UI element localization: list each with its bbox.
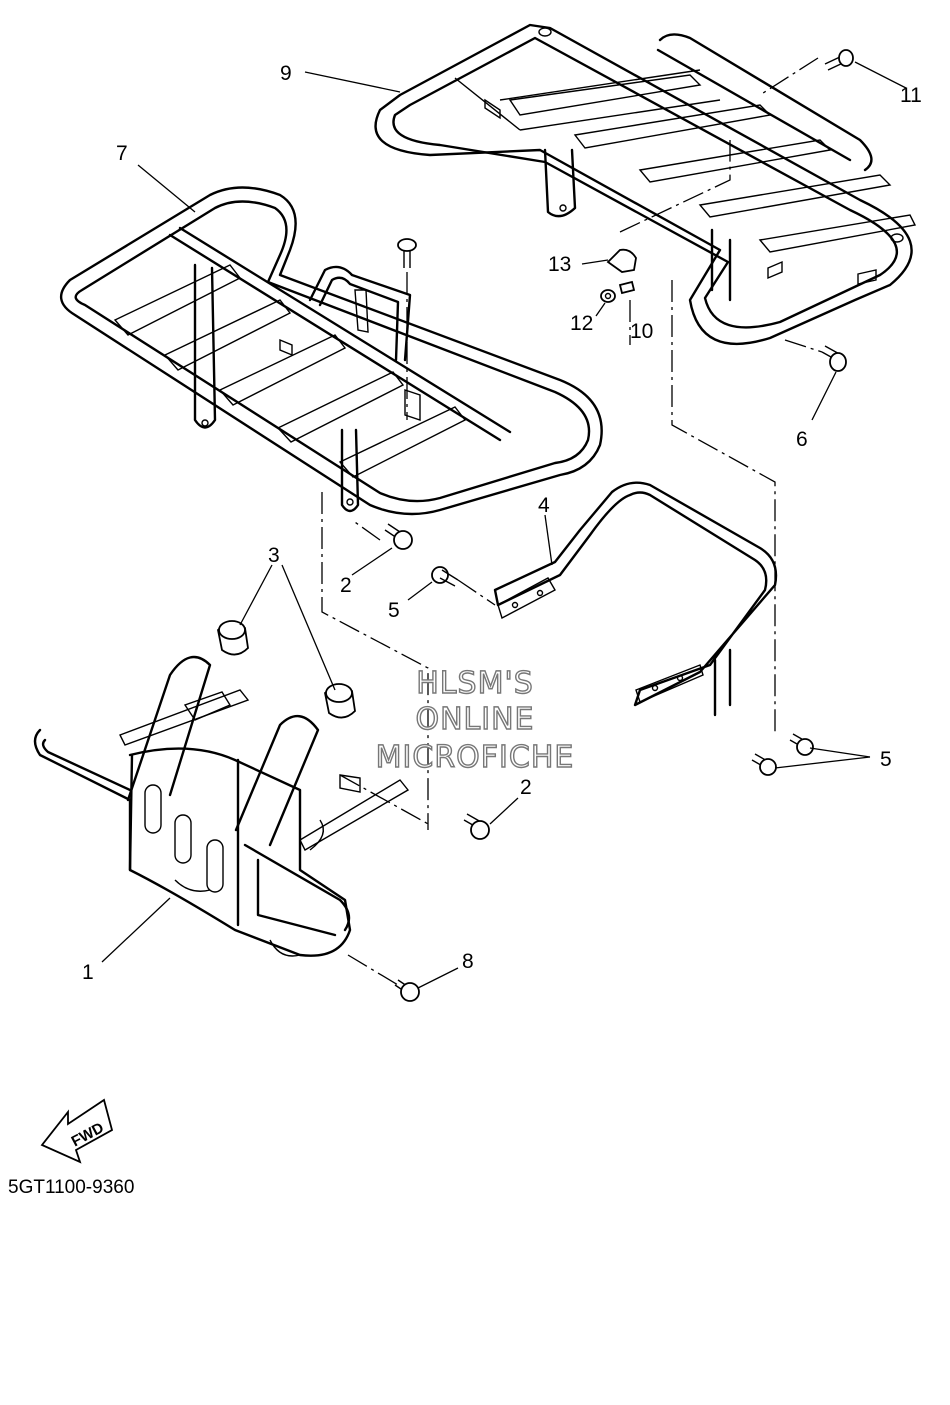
callout-10: 10 <box>630 320 653 343</box>
bolt-part-2-lower <box>463 813 490 840</box>
callout-2-lower: 2 <box>520 776 532 799</box>
front-guard-part-1 <box>33 655 410 957</box>
reference-lines <box>101 57 907 989</box>
callout-9: 9 <box>280 62 292 85</box>
front-carrier-part-7 <box>60 186 603 516</box>
bolt-part-11 <box>824 49 854 71</box>
callout-7: 7 <box>116 142 128 165</box>
rear-carrier-part-9 <box>374 23 917 346</box>
watermark-line-2: ONLINE <box>415 702 534 737</box>
drawing-code: 5GT1100-9360 <box>8 1177 134 1198</box>
clip-part-13 <box>606 248 637 273</box>
damper-part-3 <box>217 620 356 719</box>
callout-4: 4 <box>538 494 550 517</box>
callout-1: 1 <box>82 961 94 984</box>
callout-11: 11 <box>900 84 922 107</box>
callout-12: 12 <box>570 312 593 335</box>
watermark-line-1: HLSM'S <box>416 666 534 701</box>
screw-part-center <box>397 238 417 268</box>
bracket-part-4 <box>493 481 778 717</box>
bolt-part-5-right <box>751 733 814 776</box>
bolt-part-2-upper <box>384 523 413 550</box>
bolt-part-6 <box>821 345 847 372</box>
fwd-arrow-icon: FWD <box>40 1098 114 1164</box>
callout-6: 6 <box>796 428 808 451</box>
callout-8: 8 <box>462 950 474 973</box>
callout-13: 13 <box>548 253 571 276</box>
callout-3: 3 <box>268 544 280 567</box>
bolt-part-5-middle <box>431 566 459 587</box>
callout-5-right: 5 <box>880 748 892 771</box>
callout-2-upper: 2 <box>340 574 352 597</box>
watermark-line-3: MICROFICHE <box>376 740 575 775</box>
callout-5-middle: 5 <box>388 599 400 622</box>
pin-part-10 <box>618 280 636 295</box>
bolt-part-8 <box>394 979 420 1002</box>
nut-part-12 <box>600 289 616 303</box>
